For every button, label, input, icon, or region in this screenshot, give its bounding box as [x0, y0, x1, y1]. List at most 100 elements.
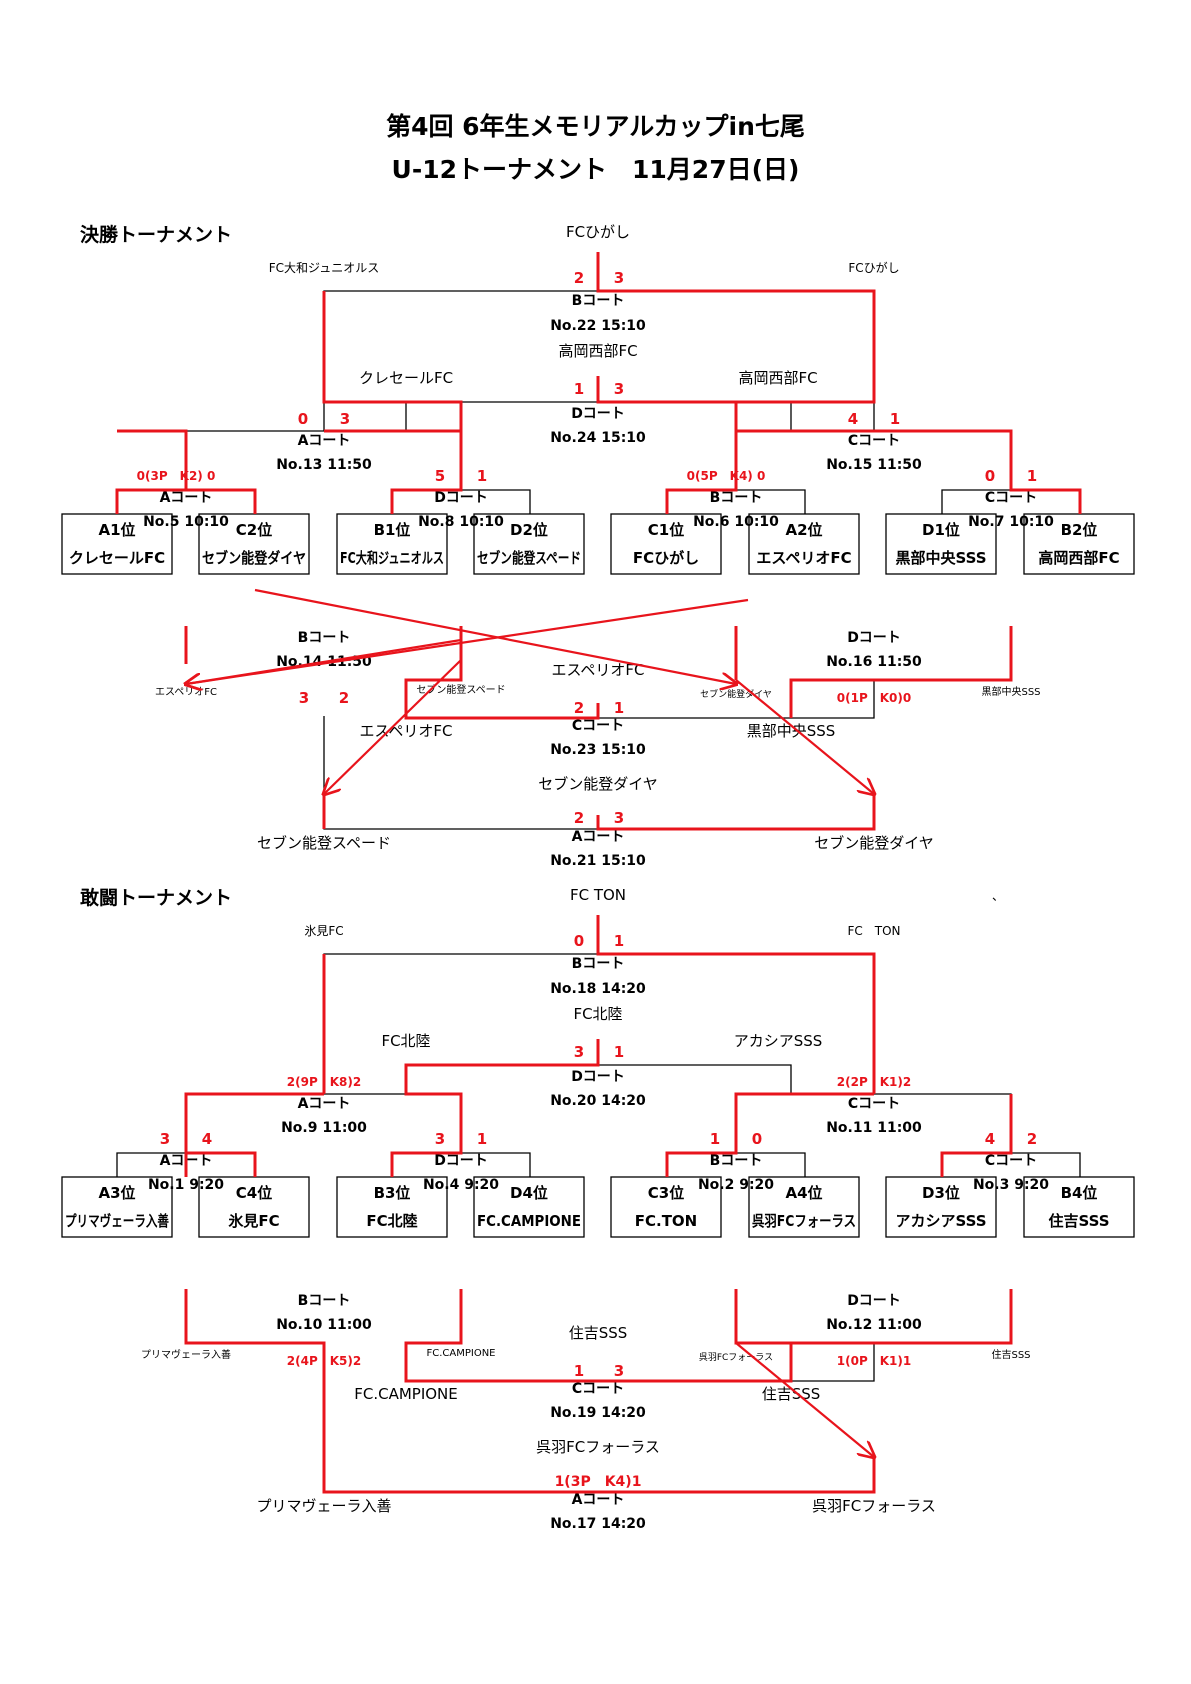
lower-semi-team-right: 黒部中央SSS: [747, 722, 836, 740]
win-path-r1d: [874, 429, 1082, 514]
match-number: No.16 11:50: [826, 654, 922, 670]
team-name: 呉羽FCフォーラス: [752, 1212, 856, 1230]
match-number: No.9 11:00: [281, 1120, 367, 1136]
lower-final-team-left: セブン能登スペード: [257, 834, 391, 852]
semi-team-right: 高岡西部FC: [738, 369, 817, 387]
win-path-r1a: [186, 488, 257, 514]
final-team-right: FC TON: [847, 924, 900, 938]
match-number: No.18 14:20: [550, 981, 646, 997]
score: 1: [614, 932, 624, 950]
team-box-B2位-1: [1023, 513, 1135, 575]
team-name: FCひがし: [633, 549, 699, 567]
match-number: No.13 11:50: [276, 457, 372, 473]
win-path-r1a2: [115, 488, 186, 514]
score: 1: [477, 1130, 487, 1148]
score: 3: [574, 1043, 584, 1061]
team-box-B3位-2: [336, 1176, 448, 1238]
team-name: エスペリオFC: [756, 549, 851, 567]
score: 3: [299, 689, 309, 707]
match-court: Bコート: [572, 956, 625, 972]
team-seed: B3位: [374, 1184, 411, 1202]
team-box-D1位-1: [885, 513, 997, 575]
team-name: セブン能登スペード: [477, 549, 581, 567]
team-box-D4位-2: [473, 1176, 585, 1238]
team-name: 高岡西部FC: [1038, 549, 1119, 567]
team-seed: C2位: [236, 521, 272, 539]
lower-semi-team-left: FC.CAMPIONE: [354, 1385, 458, 1403]
team-seed: A4位: [785, 1184, 822, 1202]
score: 3: [160, 1130, 170, 1148]
win-path-final: [596, 252, 876, 431]
lower-team-right-b: 住吉SSS: [991, 1348, 1030, 1361]
score: 4: [202, 1130, 212, 1148]
team-box-A4位-2: [748, 1176, 860, 1238]
match-court: Dコート: [571, 1069, 625, 1085]
sheet-subtitle: U-12トーナメント 11月27日(日): [391, 155, 800, 184]
win-path-low-d: [789, 626, 1013, 718]
win-path-r1c: [665, 1092, 874, 1177]
score: 1: [574, 380, 584, 398]
win-path-r1d: [940, 1094, 1013, 1177]
win-path-dummy: [117, 429, 188, 490]
team-name: セブン能登ダイヤ: [202, 549, 306, 567]
score: 4: [985, 1130, 995, 1148]
lower-team-left: プリマヴェーラ入善: [141, 1348, 231, 1361]
team-box-A1位-1: [61, 513, 173, 575]
match-winner: セブン能登ダイヤ: [538, 775, 658, 793]
lower-final-team-left: プリマヴェーラ入善: [256, 1497, 391, 1515]
team-seed: A1位: [98, 521, 135, 539]
match-court: Bコート: [710, 490, 763, 506]
score: 0(5P K4) 0: [687, 469, 766, 483]
stray-mark: 、: [992, 889, 1004, 903]
win-path-low-b: [404, 626, 600, 720]
crossover-arrow: [186, 598, 749, 684]
crossover-arrow: [324, 659, 462, 794]
match-number: No.10 11:00: [276, 1317, 372, 1333]
match-court: Dコート: [434, 490, 488, 506]
team-box-D2位-1: [473, 513, 585, 575]
score: 2: [1027, 1130, 1037, 1148]
match-court: Cコート: [572, 1381, 624, 1397]
lower-team-left-b: FC.CAMPIONE: [426, 1348, 495, 1359]
match-court: Aコート: [160, 490, 213, 506]
team-box-C3位-2: [610, 1176, 722, 1238]
team-seed: B2位: [1061, 521, 1098, 539]
win-path-low-b: [404, 1289, 598, 1383]
win-path-r1b: [324, 429, 463, 514]
champion: FCひがし: [566, 223, 630, 241]
win-path-low-d: [598, 1343, 793, 1383]
match-number: No.1 9:20: [148, 1177, 224, 1193]
match-number: No.20 14:20: [550, 1093, 646, 1109]
score: 1: [614, 699, 624, 717]
lower-team-left: エスペリオFC: [155, 686, 217, 698]
score: 0: [298, 410, 308, 428]
score: 1(0P K1)1: [837, 1354, 911, 1368]
team-name: FC.CAMPIONE: [477, 1212, 581, 1230]
score: 5: [435, 467, 445, 485]
score: 0(3P K2) 0: [137, 469, 216, 483]
match-number: No.2 9:20: [698, 1177, 774, 1193]
score: 1: [710, 1130, 720, 1148]
team-seed: B1位: [374, 521, 411, 539]
win-path-low-final: [598, 1457, 876, 1494]
crossover-arrow: [254, 588, 736, 684]
match-court: Cコート: [848, 433, 900, 449]
lower-team-right-b: 黒部中央SSS: [981, 685, 1040, 698]
final-team-left: FC大和ジュニオルス: [269, 261, 379, 275]
score: 2: [574, 269, 584, 287]
match-court: Cコート: [985, 490, 1037, 506]
score: 1: [614, 1043, 624, 1061]
match-court: Aコート: [298, 1096, 351, 1112]
win-path-r1b: [390, 1039, 600, 1177]
win-path-low-c: [734, 1289, 1013, 1345]
sheet-title: 第4回 6年生メモリアルカップin七尾: [386, 112, 805, 141]
score: 2: [574, 699, 584, 717]
final-team-right: FCひがし: [848, 260, 899, 275]
crossover-arrow: [735, 679, 874, 794]
match-number: No.19 14:20: [550, 1405, 646, 1421]
team-seed: B4位: [1061, 1184, 1098, 1202]
score: 4: [848, 410, 858, 428]
team-name: 黒部中央SSS: [895, 549, 986, 567]
match-court: Dコート: [847, 630, 901, 646]
match-number: No.15 11:50: [826, 457, 922, 473]
